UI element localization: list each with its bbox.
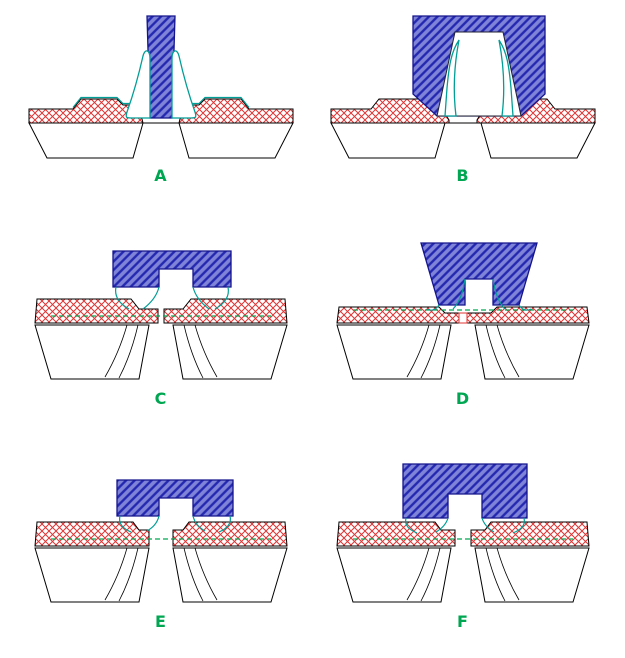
substrate-right: [474, 547, 590, 603]
junction-curve-left-2: [420, 324, 441, 379]
spacer-right: [171, 50, 197, 119]
source-region: [34, 521, 150, 547]
notch-curve-left: [435, 517, 449, 533]
gate-cavity: [436, 31, 522, 117]
junction-curve-left-1: [104, 547, 128, 601]
cross-section-d: [336, 242, 590, 380]
junction-curve-right-2: [183, 547, 204, 602]
spacer-curve-left: [426, 304, 440, 311]
junction-curve-left-2: [420, 547, 441, 602]
notch-curve-left: [146, 515, 160, 532]
panel-label-f: F: [457, 612, 469, 631]
junction-curve-left-2: [118, 547, 139, 602]
spacer-curve-right: [512, 517, 525, 534]
junction-curve-left-2: [118, 324, 139, 379]
junction-curve-right-1: [496, 324, 520, 378]
spacer-left: [125, 50, 151, 119]
junction-curve-left-1: [406, 324, 430, 378]
junction-curve-right-2: [485, 324, 506, 379]
source-region: [34, 298, 159, 324]
source-region: [336, 521, 456, 547]
junction-curve-right-1: [194, 547, 218, 601]
spacer-left: [444, 39, 460, 117]
panel-d: D: [323, 231, 603, 408]
spacer-curve-right: [218, 515, 231, 533]
drain-region: [163, 298, 288, 324]
cross-section-c: [34, 250, 288, 380]
panel-label-b: B: [456, 166, 470, 185]
gate-electrode: [112, 250, 232, 288]
source-region: [336, 306, 460, 324]
drain-region: [172, 521, 288, 547]
process-flow-figure: A B: [21, 8, 603, 631]
source-region: [28, 98, 144, 124]
notch-curve-left: [142, 286, 160, 310]
panel-label-c: C: [154, 389, 168, 408]
gate-electrode: [402, 463, 528, 519]
substrate-left: [34, 324, 150, 380]
panel-f: F: [323, 454, 603, 631]
panel-a: A: [21, 8, 301, 185]
drain-region: [470, 521, 590, 547]
spacer-curve-right: [518, 304, 532, 311]
spacer-right: [498, 39, 514, 117]
spacer-curve-left: [115, 286, 130, 310]
notch-curve-right: [481, 517, 495, 533]
spacer-curve-left: [405, 517, 418, 534]
junction-curve-right-1: [194, 324, 218, 378]
notch-curve-right: [192, 515, 206, 532]
spacer-curve-right: [214, 286, 229, 310]
junction-curve-right-1: [496, 547, 520, 601]
drain-region: [178, 98, 294, 124]
substrate-left: [34, 547, 150, 603]
cross-section-b: [330, 15, 596, 159]
junction-curve-left-1: [104, 324, 128, 378]
cross-section-e: [34, 479, 288, 603]
notch-curve-right: [492, 278, 506, 310]
junction-curve-left-1: [406, 547, 430, 601]
cross-section-f: [336, 463, 590, 603]
panel-c: C: [21, 231, 301, 408]
gate-electrode: [146, 15, 176, 119]
substrate-right: [172, 547, 288, 603]
junction-curve-right-2: [183, 324, 204, 379]
panel-b: B: [323, 8, 603, 185]
substrate-right: [480, 122, 596, 159]
panel-e: E: [21, 454, 301, 631]
junction-curve-right-2: [485, 547, 506, 602]
channel-region: [458, 312, 468, 324]
gate-electrode: [420, 242, 538, 306]
substrate-right: [172, 324, 288, 380]
gate-electrode: [116, 479, 234, 517]
substrate-right: [474, 324, 590, 380]
spacer-curve-left: [119, 515, 132, 533]
substrate-left: [336, 547, 452, 603]
panel-label-d: D: [455, 389, 471, 408]
panel-label-e: E: [155, 612, 167, 631]
substrate-left: [28, 122, 144, 159]
substrate-right: [178, 122, 294, 159]
panel-label-a: A: [154, 166, 168, 185]
cross-section-a: [28, 15, 294, 159]
substrate-left: [330, 122, 446, 159]
notch-curve-left: [452, 278, 466, 310]
substrate-left: [336, 324, 452, 380]
notch-curve-right: [192, 286, 210, 310]
